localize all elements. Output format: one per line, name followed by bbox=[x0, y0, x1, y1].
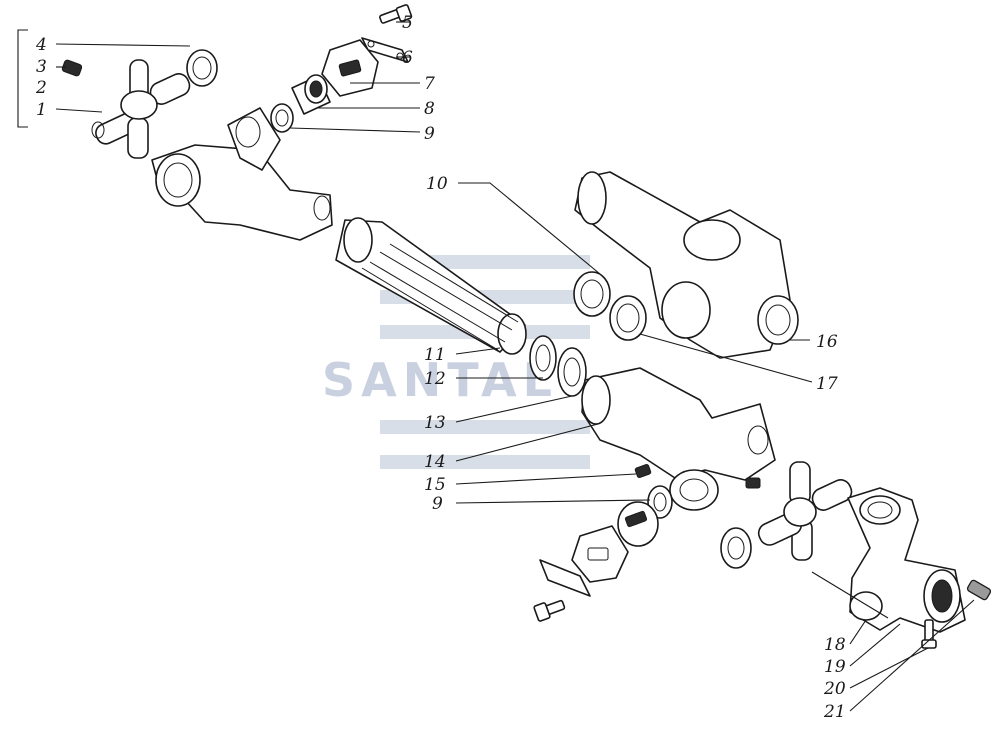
callout-20: 20 bbox=[823, 679, 846, 699]
lock-plate-part bbox=[361, 37, 409, 63]
group-bracket bbox=[17, 29, 28, 128]
grease-nipple-part bbox=[61, 59, 83, 77]
callout-18: 18 bbox=[824, 635, 846, 655]
flange-yoke-lower-part bbox=[847, 487, 966, 633]
callout-8: 8 bbox=[424, 99, 435, 119]
seal-ring-lower-part bbox=[720, 527, 752, 569]
watermark-bar bbox=[380, 455, 590, 469]
needle-bearing-part bbox=[291, 74, 331, 115]
callout-13: 13 bbox=[424, 413, 446, 433]
callout-5: 5 bbox=[402, 13, 413, 33]
plug-part bbox=[966, 579, 992, 601]
callout-2: 2 bbox=[35, 78, 47, 98]
seal-ring-part bbox=[186, 49, 218, 87]
callout-7: 7 bbox=[424, 74, 435, 94]
watermark-text: SANTAL bbox=[322, 353, 558, 407]
callout-11: 11 bbox=[424, 345, 446, 365]
pin-part bbox=[811, 571, 889, 619]
seal-ring-13-part bbox=[557, 347, 587, 397]
callout-14: 14 bbox=[424, 452, 446, 472]
callout-12: 12 bbox=[424, 369, 446, 389]
callout-9-upper: 9 bbox=[424, 124, 435, 144]
callout-6: 6 bbox=[402, 48, 413, 68]
dust-ring-part bbox=[529, 335, 557, 381]
bolt-part bbox=[379, 4, 413, 24]
lock-plate-lower-part bbox=[539, 559, 591, 597]
callout-15: 15 bbox=[424, 475, 446, 495]
callout-3: 3 bbox=[36, 57, 47, 77]
callout-9-lower: 9 bbox=[432, 494, 443, 514]
seal-part-upper bbox=[270, 103, 294, 133]
sliding-yoke-part bbox=[581, 367, 776, 511]
splined-shaft-part bbox=[335, 217, 527, 355]
callout-19: 19 bbox=[824, 657, 846, 677]
callout-16: 16 bbox=[816, 332, 838, 352]
callout-1: 1 bbox=[36, 100, 47, 120]
bearing-cup-lower-part bbox=[617, 501, 659, 547]
bearing-cover-lower-part bbox=[571, 525, 629, 583]
thrust-ring-part bbox=[609, 295, 647, 341]
bearing-cover-part bbox=[321, 39, 379, 97]
grease-nipple-lower-part bbox=[634, 463, 652, 479]
callout-4: 4 bbox=[35, 35, 47, 55]
callout-labels: 4 3 2 1 5 6 7 8 9 10 11 12 13 14 15 9 16… bbox=[35, 13, 846, 722]
callout-21: 21 bbox=[823, 702, 846, 722]
watermark-bar bbox=[380, 420, 590, 434]
intermediate-support-part bbox=[574, 171, 799, 359]
flange-yoke-shaft-part bbox=[151, 107, 333, 241]
callout-17: 17 bbox=[816, 374, 838, 394]
bolt-lower-part bbox=[533, 599, 566, 622]
spider-cross-lower-part bbox=[745, 461, 853, 561]
retaining-ring-part bbox=[573, 271, 611, 317]
leader-lines bbox=[55, 21, 975, 712]
spider-cross-part bbox=[91, 59, 191, 159]
callout-10: 10 bbox=[426, 174, 448, 194]
